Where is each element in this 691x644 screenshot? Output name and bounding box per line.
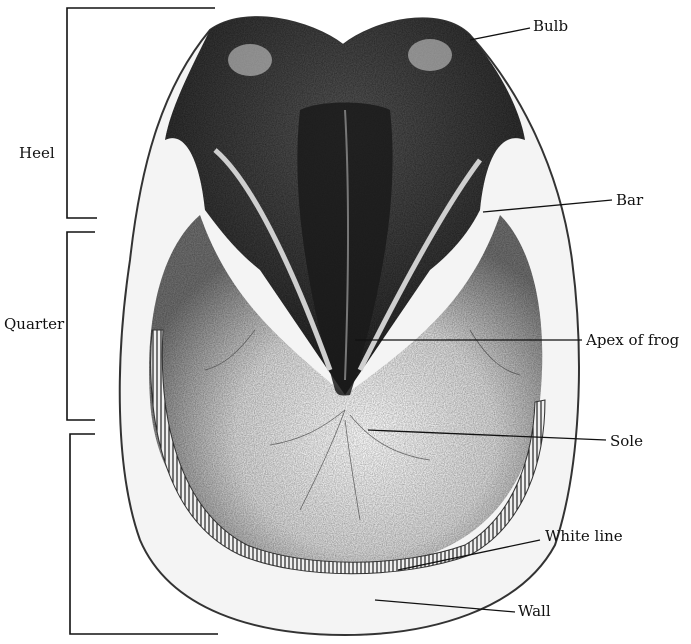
- apex-of-frog-label: Apex of frog: [586, 333, 679, 348]
- bar-label: Bar: [616, 193, 643, 208]
- bulb-label: Bulb: [533, 19, 568, 34]
- sole-label: Sole: [610, 434, 643, 449]
- quarter-label: Quarter: [4, 317, 64, 332]
- quarter-bracket: [67, 232, 95, 420]
- white-line-label: White line: [545, 529, 623, 544]
- wall-label: Wall: [518, 604, 551, 619]
- bulb-leader: [470, 28, 530, 40]
- heel-label: Heel: [19, 146, 55, 161]
